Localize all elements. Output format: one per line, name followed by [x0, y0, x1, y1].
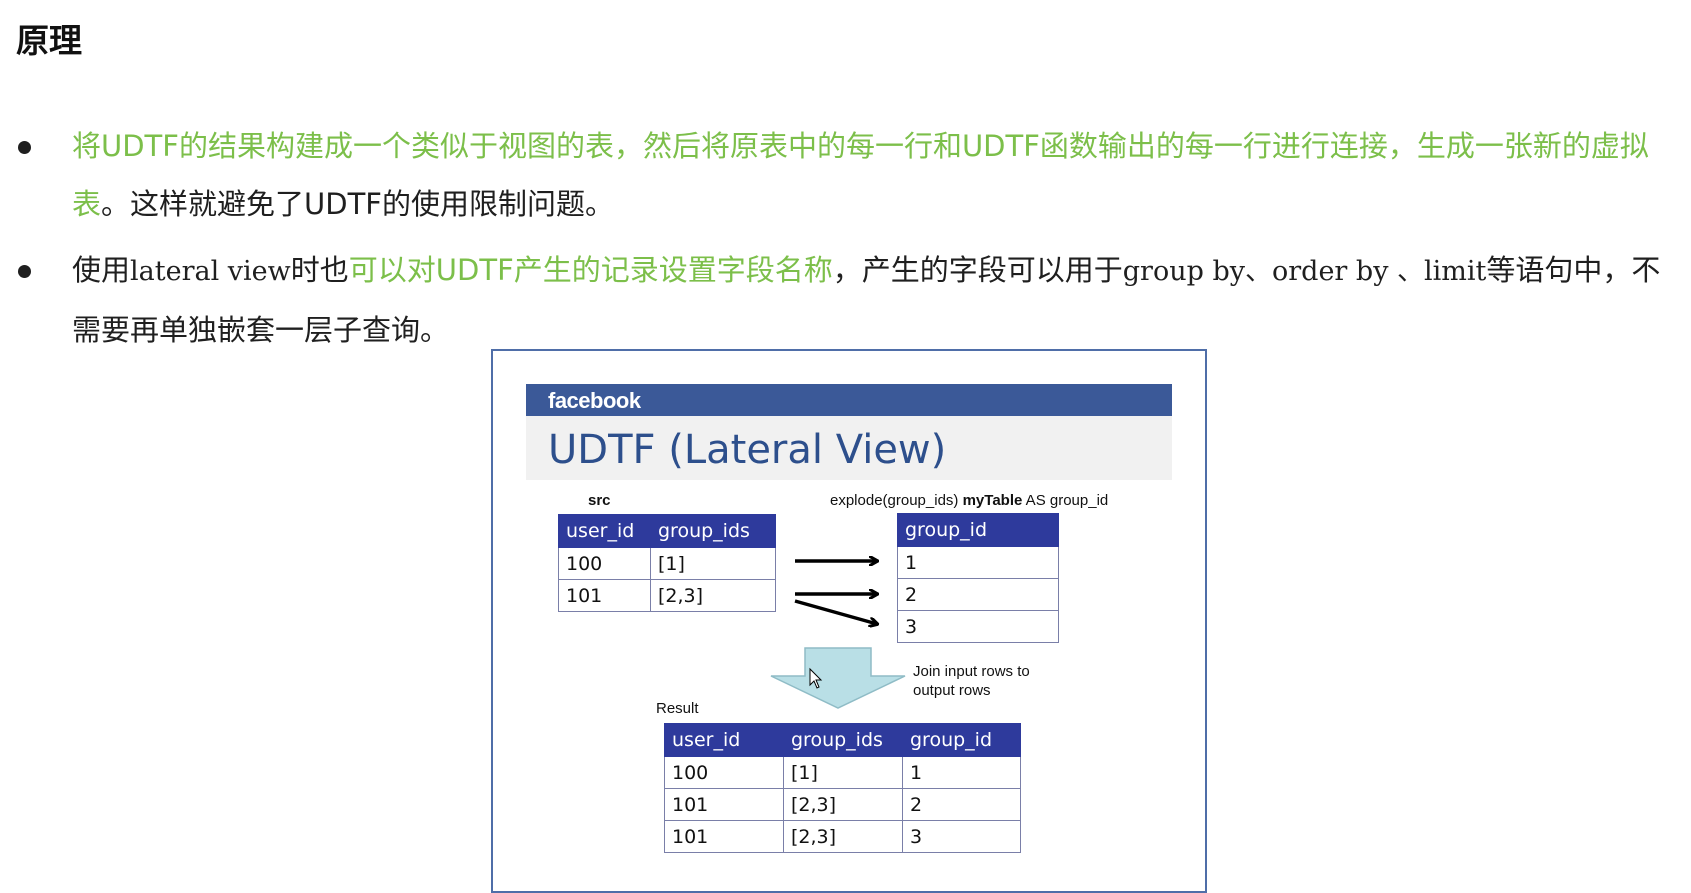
- table-row: 2: [897, 578, 1059, 611]
- column-header: user_id: [558, 514, 651, 548]
- facebook-logo-bar: facebook: [526, 384, 1172, 416]
- table-cell: 1: [902, 756, 1021, 789]
- join-label: Join input rows to output rows: [913, 662, 1030, 700]
- arrow-row2b: [794, 599, 877, 624]
- table-cell: [1]: [783, 756, 903, 789]
- table-cell: [2,3]: [783, 820, 903, 853]
- cursor-icon: [809, 667, 823, 689]
- section-heading: 原理: [16, 21, 82, 60]
- plain-text: 等语句中，不需要再单独嵌套一层子查询。: [72, 253, 1661, 347]
- table-row: 100 [1] 1: [664, 756, 1021, 789]
- table-cell: 101: [664, 820, 784, 853]
- bullet-item-1: 将UDTF的结果构建成一个类似于视图的表，然后将原表中的每一行和UDTF函数输出…: [18, 117, 1672, 233]
- table-cell: 100: [558, 547, 651, 580]
- column-header: group_ids: [650, 514, 776, 548]
- table-cell: 2: [902, 788, 1021, 821]
- plain-text: 使用: [72, 253, 131, 287]
- explode-table: group_id 1 2 3: [897, 513, 1059, 643]
- highlighted-text: 可以对UDTF产生的记录设置字段名称: [348, 253, 833, 287]
- table-row: 100 [1]: [558, 547, 776, 580]
- table-cell: 101: [664, 788, 784, 821]
- join-label-line: Join input rows to: [913, 663, 1030, 680]
- figure-title: UDTF (Lateral View): [526, 416, 1172, 480]
- down-join-arrow: [770, 647, 906, 709]
- src-table: user_id group_ids 100 [1] 101 [2,3]: [558, 514, 776, 612]
- explode-suffix: AS group_id: [1022, 492, 1109, 509]
- bullet-item-2: 使用lateral view时也可以对UDTF产生的记录设置字段名称，产生的字段…: [18, 241, 1672, 359]
- table-cell: 3: [902, 820, 1021, 853]
- join-label-line: output rows: [913, 682, 991, 699]
- code-text: lateral view: [130, 256, 291, 287]
- table-cell: 1: [897, 546, 1059, 579]
- explode-table-name: myTable: [962, 492, 1023, 509]
- result-table: user_id group_ids group_id 100 [1] 1 101…: [664, 723, 1021, 853]
- column-header: group_id: [897, 513, 1059, 547]
- table-cell: [2,3]: [650, 579, 776, 612]
- result-label: Result: [656, 700, 699, 717]
- column-header: user_id: [664, 723, 784, 757]
- table-cell: 100: [664, 756, 784, 789]
- plain-text: ，产生的字段可以用于: [832, 253, 1123, 287]
- table-cell: [2,3]: [783, 788, 903, 821]
- table-row: 101 [2,3]: [558, 579, 776, 612]
- table-cell: 2: [897, 578, 1059, 611]
- column-header: group_ids: [783, 723, 903, 757]
- table-row: 3: [897, 610, 1059, 643]
- table-cell: [1]: [650, 547, 776, 580]
- bullet-dot: [18, 141, 31, 154]
- explode-label: explode(group_ids) myTable AS group_id: [830, 492, 1108, 509]
- bullet-dot: [18, 265, 31, 278]
- src-label: src: [588, 492, 611, 509]
- column-header: group_id: [902, 723, 1021, 757]
- diagram-arrows: [770, 351, 906, 709]
- plain-text: 时也: [290, 253, 349, 287]
- table-row: 101 [2,3] 2: [664, 788, 1021, 821]
- table-row: 1: [897, 546, 1059, 579]
- table-row: 101 [2,3] 3: [664, 820, 1021, 853]
- plain-text: 。这样就避免了UDTF的使用限制问题。: [101, 187, 614, 221]
- code-text: group by、order by 、limit: [1122, 256, 1487, 287]
- explode-prefix: explode(group_ids): [830, 492, 963, 509]
- table-cell: 3: [897, 610, 1059, 643]
- highlighted-text: 将UDTF的结果构建成一个类似于视图的表，然后将原表中的每一行和UDTF函数输出…: [72, 129, 1649, 221]
- udtf-diagram-figure: facebook UDTF (Lateral View) src explode…: [491, 349, 1207, 893]
